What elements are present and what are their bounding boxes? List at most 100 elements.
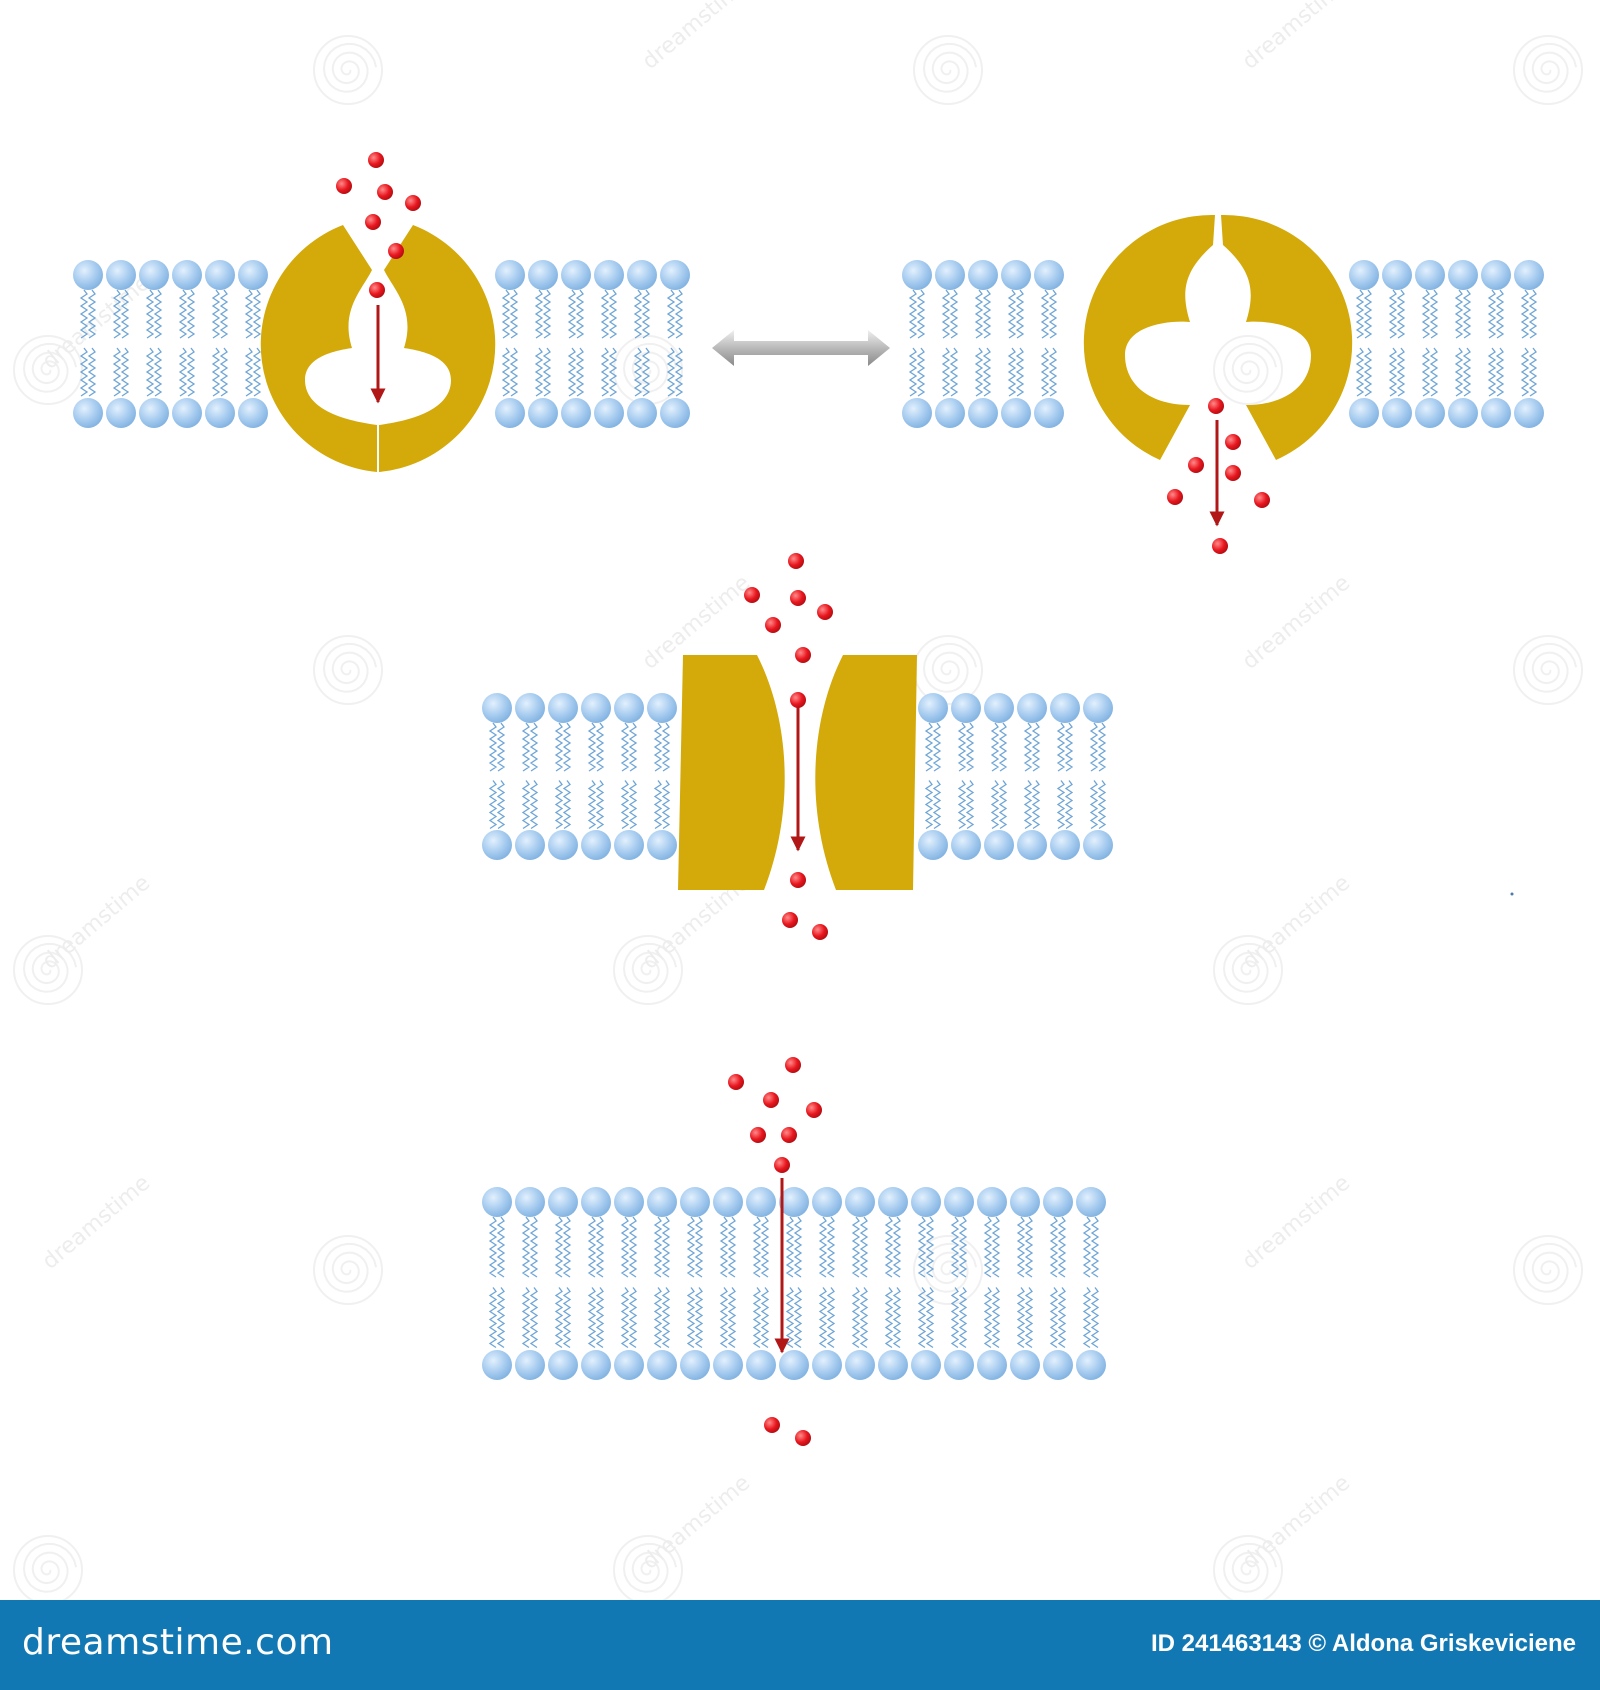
lipid-bilayer-segment xyxy=(918,693,1113,860)
lipid-head xyxy=(1001,260,1031,290)
solute-molecule xyxy=(788,553,804,569)
lipid-tail xyxy=(785,1287,795,1349)
lipid-tail xyxy=(916,289,926,339)
lipid-head xyxy=(935,260,965,290)
lipid-tail xyxy=(153,347,163,397)
lipid-tail xyxy=(211,347,221,397)
watermark-text: dreamstime xyxy=(1238,0,1355,75)
lipid-tail xyxy=(932,780,942,830)
lipid-tail xyxy=(252,347,262,397)
lipid-head xyxy=(106,260,136,290)
lipid-tail xyxy=(965,780,975,830)
lipid-tail xyxy=(674,289,684,339)
footer-brand[interactable]: dreamstime.com xyxy=(22,1622,334,1663)
watermark-ring xyxy=(13,335,83,405)
lipid-tail xyxy=(120,347,130,397)
lipid-tail xyxy=(145,347,155,397)
lipid-tail xyxy=(501,347,511,397)
lipid-head xyxy=(548,1187,578,1217)
molecules xyxy=(336,152,1270,1446)
lipid-tail xyxy=(587,722,597,772)
solute-molecule xyxy=(812,924,828,940)
lipid-tail xyxy=(1396,289,1406,339)
lipid-tail xyxy=(587,1287,597,1349)
watermark-ring xyxy=(913,35,983,105)
lipid-tail xyxy=(521,780,531,830)
watermark-spiral-icon xyxy=(613,935,683,1005)
watermark-ring xyxy=(313,35,383,105)
lipid-tail xyxy=(884,1216,894,1278)
lipid-tail xyxy=(1528,347,1538,397)
lipid-tail xyxy=(950,1216,960,1278)
watermark-spiral-icon xyxy=(313,635,383,705)
lipid-head xyxy=(614,1187,644,1217)
lipid-tail xyxy=(982,347,992,397)
lipid-head xyxy=(1481,260,1511,290)
lipid-tail xyxy=(567,289,577,339)
lipid-head xyxy=(1017,693,1047,723)
watermark-spiral-icon xyxy=(13,1535,83,1600)
lipid-tail xyxy=(859,1216,869,1278)
lipid-head xyxy=(205,398,235,428)
lipid-tail xyxy=(1388,347,1398,397)
lipid-head xyxy=(581,1187,611,1217)
lipid-tail xyxy=(1454,289,1464,339)
lipid-head xyxy=(515,1350,545,1380)
lipid-head xyxy=(528,260,558,290)
membranes xyxy=(73,260,1544,1380)
lipid-head xyxy=(561,398,591,428)
lipid-tail xyxy=(1520,289,1530,339)
lipid-head xyxy=(106,398,136,428)
lipid-tail xyxy=(153,289,163,339)
channel-protein-right xyxy=(815,655,917,890)
lipid-tail xyxy=(1048,289,1058,339)
watermark-text: dreamstime xyxy=(638,1471,755,1575)
lipid-head xyxy=(1382,260,1412,290)
lipid-tail xyxy=(1040,289,1050,339)
lipid-tail xyxy=(521,722,531,772)
lipid-tail xyxy=(1090,1216,1100,1278)
lipid-tail xyxy=(620,780,630,830)
lipid-head xyxy=(984,830,1014,860)
lipid-head xyxy=(680,1350,710,1380)
watermark-text: dreamstime xyxy=(1238,571,1355,675)
watermark-spiral xyxy=(322,1242,378,1293)
solute-molecule xyxy=(785,1057,801,1073)
watermark-spiral-icon xyxy=(1213,935,1283,1005)
lipid-tail xyxy=(793,1216,803,1278)
lipid-tail xyxy=(957,780,967,830)
lipid-tail xyxy=(818,1216,828,1278)
lipid-tail xyxy=(1057,1216,1067,1278)
lipid-tail xyxy=(488,722,498,772)
lipid-head xyxy=(482,830,512,860)
lipid-tail xyxy=(112,347,122,397)
stray-dot xyxy=(1510,892,1514,896)
lipid-tail xyxy=(496,1287,506,1349)
lipid-tail xyxy=(941,347,951,397)
lipid-tail xyxy=(575,289,585,339)
lipid-tail xyxy=(87,347,97,397)
solute-molecule xyxy=(781,1127,797,1143)
lipid-head xyxy=(1050,693,1080,723)
watermark-ring xyxy=(1513,635,1583,705)
lipid-tail xyxy=(534,289,544,339)
lipid-tail xyxy=(892,1216,902,1278)
lipid-tail xyxy=(653,722,663,772)
lipid-tail xyxy=(554,1287,564,1349)
lipid-tail xyxy=(1363,347,1373,397)
lipid-head xyxy=(515,830,545,860)
lipid-tail xyxy=(1056,722,1066,772)
lipid-tail xyxy=(1040,347,1050,397)
watermark-spiral xyxy=(22,342,78,393)
lipid-head xyxy=(944,1187,974,1217)
lipid-tail xyxy=(620,1216,630,1278)
lipid-tail xyxy=(1007,347,1017,397)
lipid-tail xyxy=(1057,1287,1067,1349)
lipid-tail xyxy=(1024,1287,1034,1349)
watermark-spiral xyxy=(622,942,678,993)
lipid-head xyxy=(1083,693,1113,723)
lipid-tail xyxy=(554,722,564,772)
lipid-tail xyxy=(851,1287,861,1349)
lipid-head xyxy=(647,1350,677,1380)
lipid-tail xyxy=(1495,289,1505,339)
